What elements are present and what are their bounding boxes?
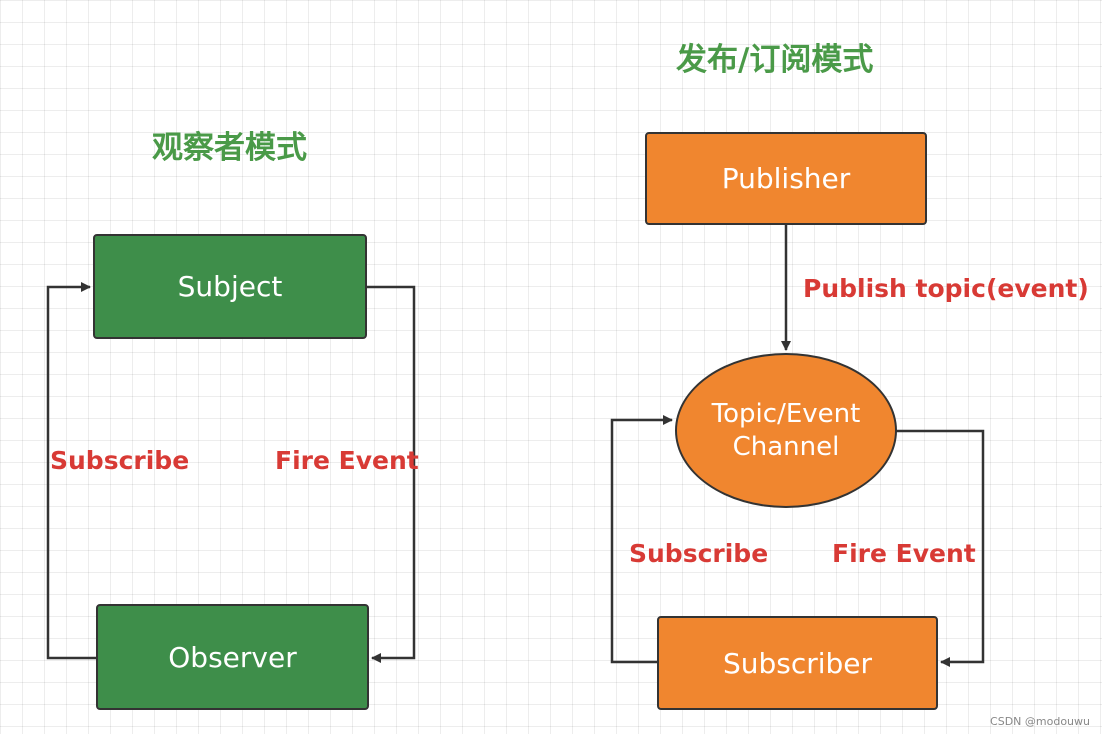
subscribe-edge-observer-to-subject xyxy=(46,282,96,660)
publish-topic-label: Publish topic(event) xyxy=(803,274,1089,303)
fire-event-edge-subject-to-observer xyxy=(367,285,416,663)
fire-event-edge-channel-to-subscriber xyxy=(896,429,985,667)
csdn-watermark: CSDN @modouwu xyxy=(990,715,1090,728)
pubsub-pattern-title: 发布/订阅模式 xyxy=(676,42,874,78)
topic-event-channel-node: Topic/Event Channel xyxy=(675,353,897,508)
pubsub-fire-event-label: Fire Event xyxy=(832,539,976,568)
subject-node: Subject xyxy=(93,234,367,339)
publisher-node: Publisher xyxy=(645,132,927,225)
observer-pattern-title: 观察者模式 xyxy=(152,130,307,166)
pubsub-subscribe-label: Subscribe xyxy=(629,539,769,568)
observer-fire-event-label: Fire Event xyxy=(275,446,419,475)
observer-node: Observer xyxy=(96,604,369,710)
observer-subscribe-label: Subscribe xyxy=(50,446,190,475)
subscribe-edge-subscriber-to-channel xyxy=(610,415,673,664)
subscriber-node: Subscriber xyxy=(657,616,938,710)
